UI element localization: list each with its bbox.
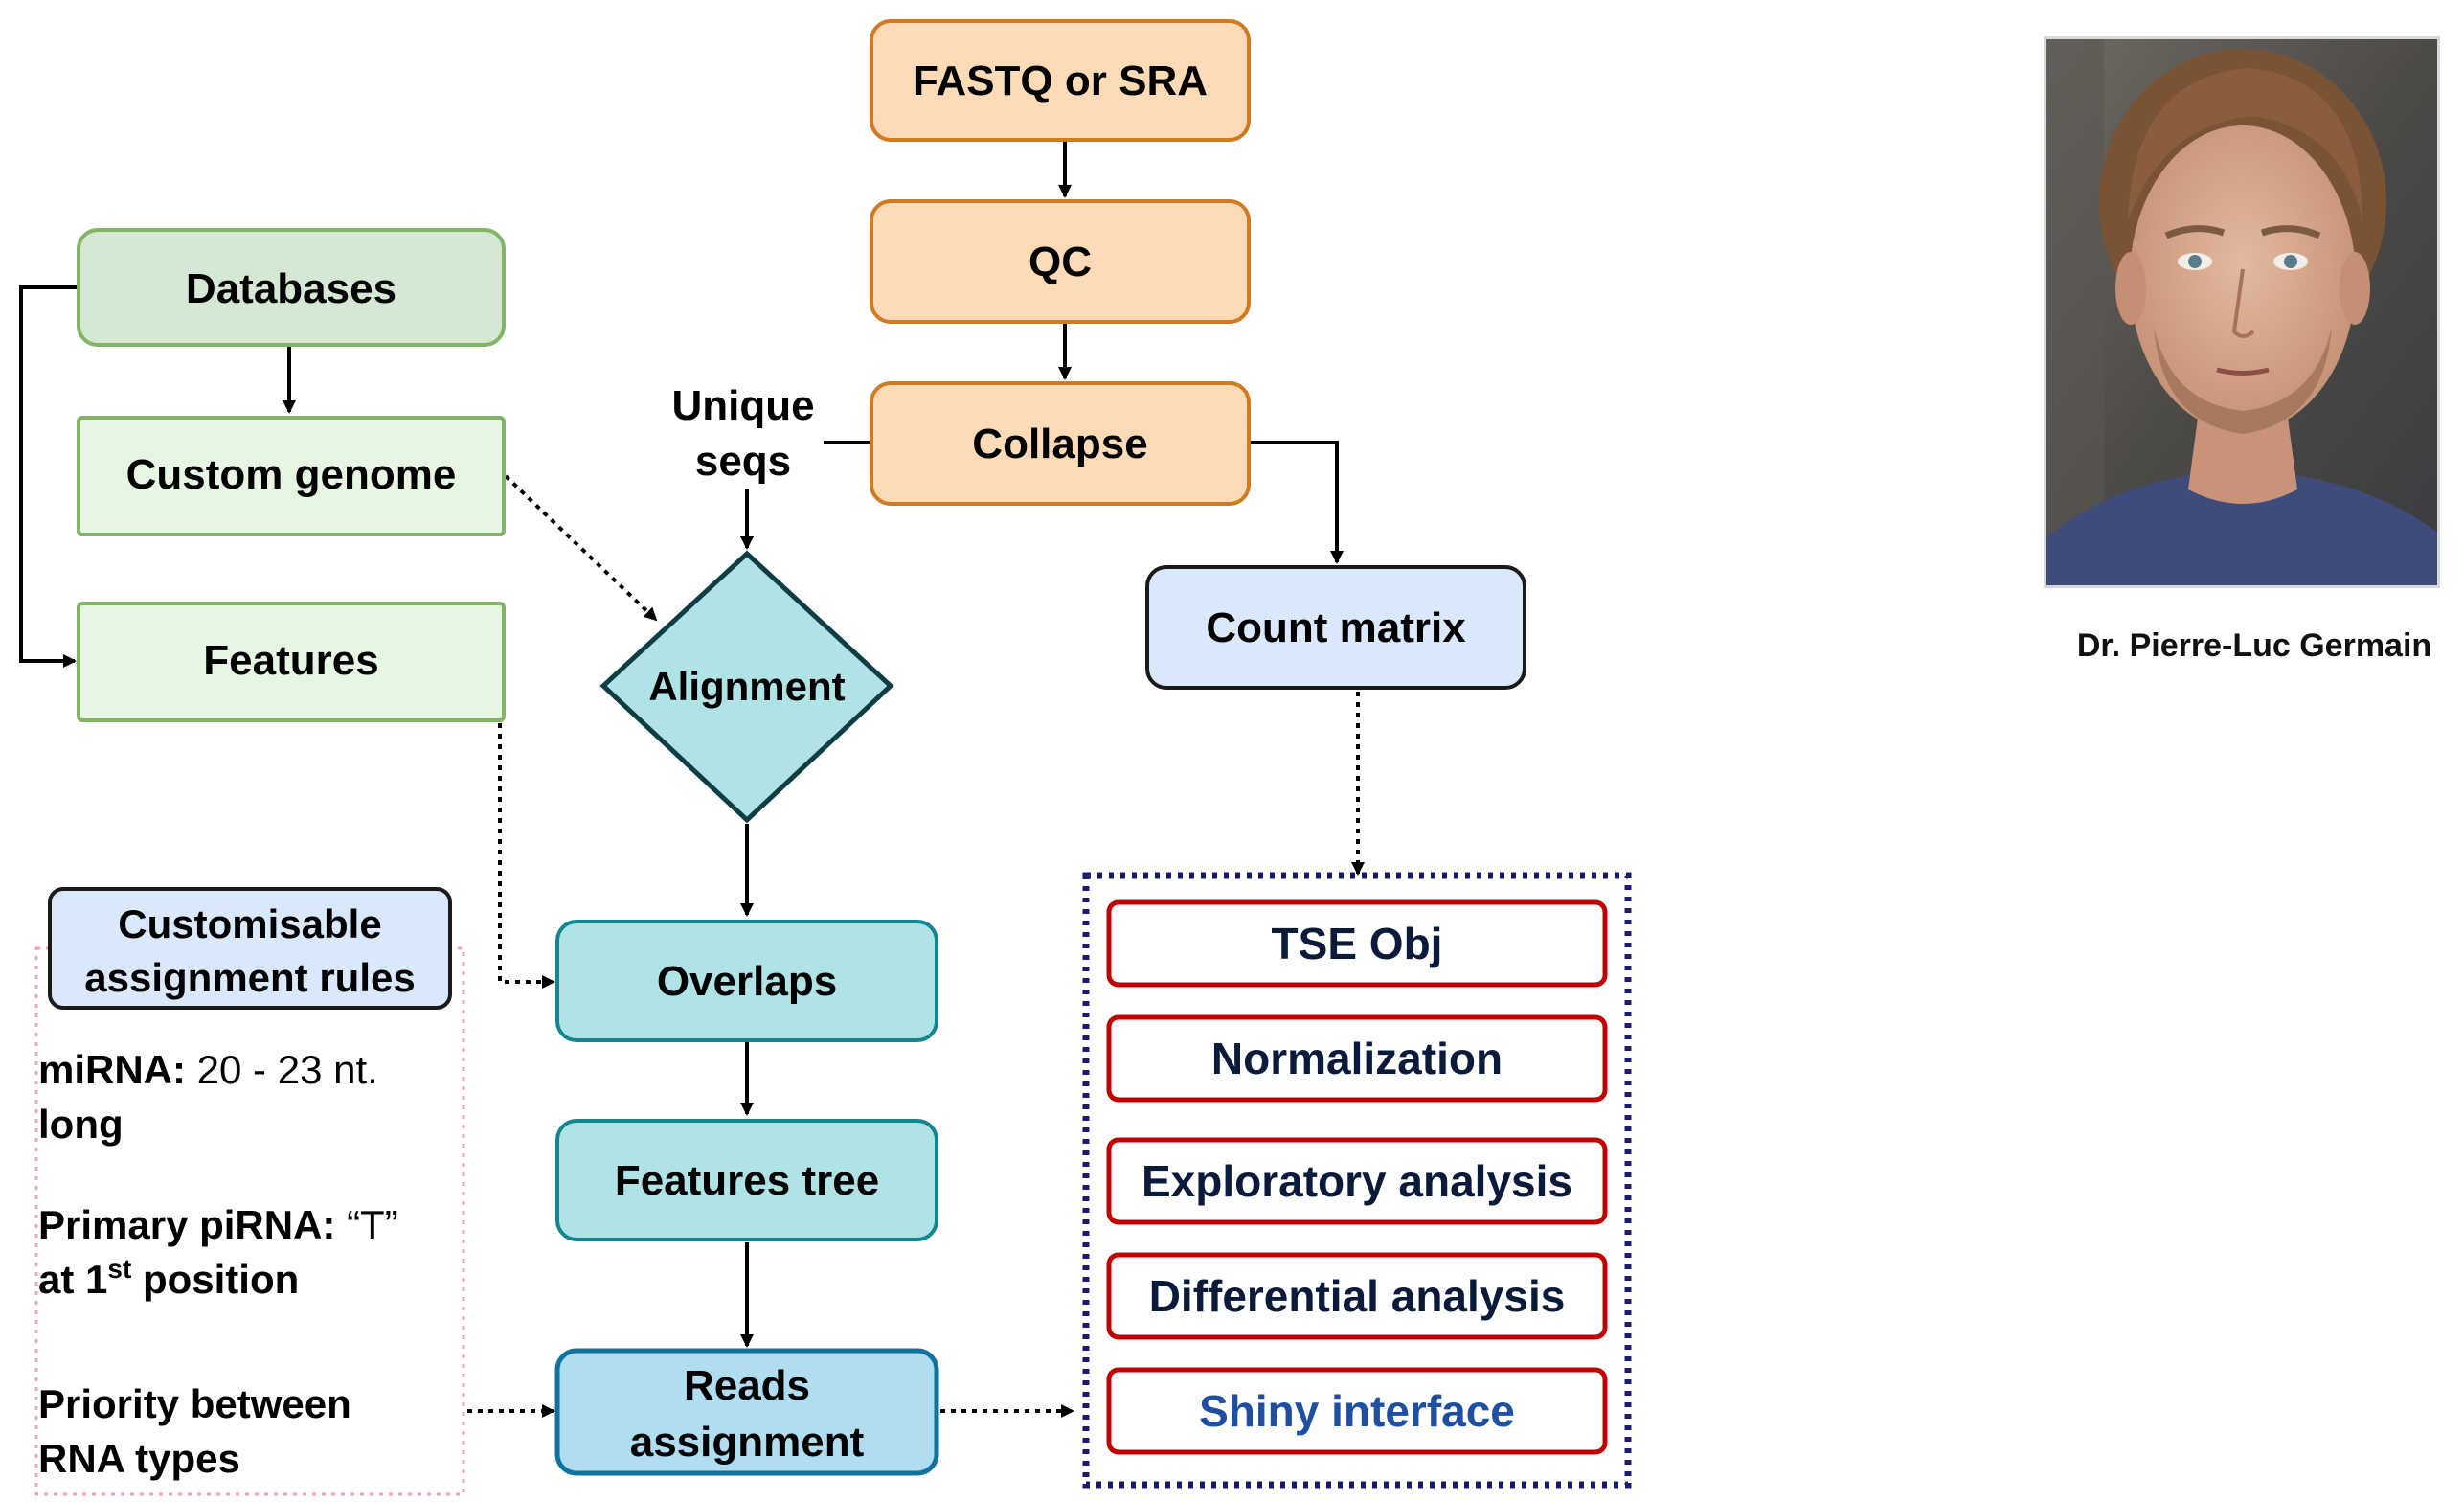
svg-text:assignment: assignment: [630, 1419, 865, 1466]
edge-features-overlaps: [498, 723, 555, 989]
overlaps-node: Overlaps: [555, 920, 938, 1042]
portrait-photo: [2044, 36, 2440, 588]
connectors: [19, 142, 1365, 1418]
alignment-node: Alignment: [599, 550, 894, 824]
features-tree-label: Features tree: [615, 1157, 879, 1204]
unique-seqs-label: Unique seqs: [671, 382, 814, 485]
pirna-rule: Primary piRNA: “T”: [38, 1202, 398, 1247]
fastq-node: FASTQ or SRA: [870, 19, 1251, 142]
output-tse: TSE Obj: [1106, 899, 1608, 988]
svg-text:seqs: seqs: [695, 438, 791, 485]
svg-text:Customisable: Customisable: [118, 901, 381, 946]
svg-text:assignment rules: assignment rules: [84, 955, 415, 1000]
output-shiny: Shiny interface: [1106, 1367, 1608, 1455]
qc-node: QC: [870, 199, 1251, 324]
fastq-label: FASTQ or SRA: [913, 57, 1208, 104]
pirna-rule-line2: at 1st position: [38, 1254, 299, 1302]
features-node: Features: [77, 602, 506, 722]
portrait-illustration: [2046, 39, 2437, 585]
portrait-caption: Dr. Pierre-Luc Germain: [2076, 627, 2432, 664]
svg-text:Exploratory analysis: Exploratory analysis: [1142, 1156, 1572, 1206]
databases-node: Databases: [77, 228, 506, 347]
collapse-node: Collapse: [870, 381, 1251, 506]
svg-text:Unique: Unique: [671, 382, 814, 429]
features-label: Features: [203, 637, 378, 684]
collapse-label: Collapse: [972, 421, 1147, 467]
custom-genome-label: Custom genome: [126, 451, 457, 498]
output-differential: Differential analysis: [1106, 1252, 1608, 1340]
features-tree-node: Features tree: [555, 1119, 938, 1241]
count-matrix-label: Count matrix: [1206, 604, 1466, 651]
outputs-group: TSE Obj Normalization Exploratory analys…: [1082, 872, 1632, 1489]
custom-genome-node: Custom genome: [77, 416, 506, 536]
svg-text:Reads: Reads: [684, 1362, 810, 1409]
edge-collapse-count: [1249, 441, 1344, 564]
priority-rule-line2: RNA types: [38, 1436, 240, 1481]
svg-text:Shiny interface: Shiny interface: [1199, 1386, 1515, 1436]
count-matrix-node: Count matrix: [1145, 565, 1526, 690]
edge-collapse-alignment: [747, 441, 870, 548]
edge-db-features: [19, 285, 77, 668]
output-normalization: Normalization: [1106, 1014, 1608, 1103]
edge-custom-alignment: [504, 474, 658, 622]
svg-text:Differential analysis: Differential analysis: [1149, 1271, 1566, 1321]
databases-label: Databases: [186, 265, 396, 312]
output-exploratory: Exploratory analysis: [1106, 1137, 1608, 1225]
mirna-rule-line2: long: [38, 1102, 124, 1147]
priority-rule-line1: Priority between: [38, 1381, 351, 1426]
qc-label: QC: [1029, 239, 1092, 285]
reads-assignment-node: Reads assignment: [554, 1348, 939, 1476]
svg-text:TSE Obj: TSE Obj: [1272, 919, 1443, 968]
overlaps-label: Overlaps: [657, 958, 837, 1005]
svg-text:Normalization: Normalization: [1211, 1034, 1503, 1083]
alignment-label: Alignment: [648, 664, 845, 709]
mirna-rule: miRNA: 20 - 23 nt.: [38, 1047, 378, 1092]
rules-title-box: Customisable assignment rules: [48, 887, 452, 1010]
rules-panel: Customisable assignment rules miRNA: 20 …: [34, 887, 465, 1496]
